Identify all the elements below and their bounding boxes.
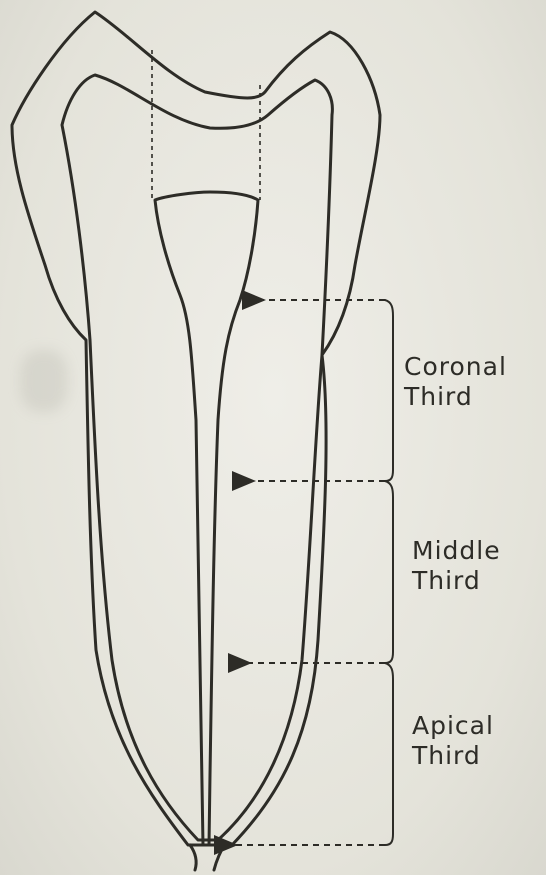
bracket-coronal-third [385,300,393,481]
label-apical-line1: Apical [412,711,494,741]
label-apical-third: Apical Third [412,711,494,771]
label-middle-line1: Middle [412,536,501,566]
label-apical-line2: Third [412,741,494,771]
label-coronal-line2: Third [404,382,507,412]
bracket-apical-third [385,663,393,845]
label-coronal-line1: Coronal [404,352,507,382]
label-middle-third: Middle Third [412,536,501,596]
label-coronal-third: Coronal Third [404,352,507,412]
label-middle-line2: Third [412,566,501,596]
bracket-middle-third [385,481,393,663]
pulp-chamber-canal [155,192,258,845]
